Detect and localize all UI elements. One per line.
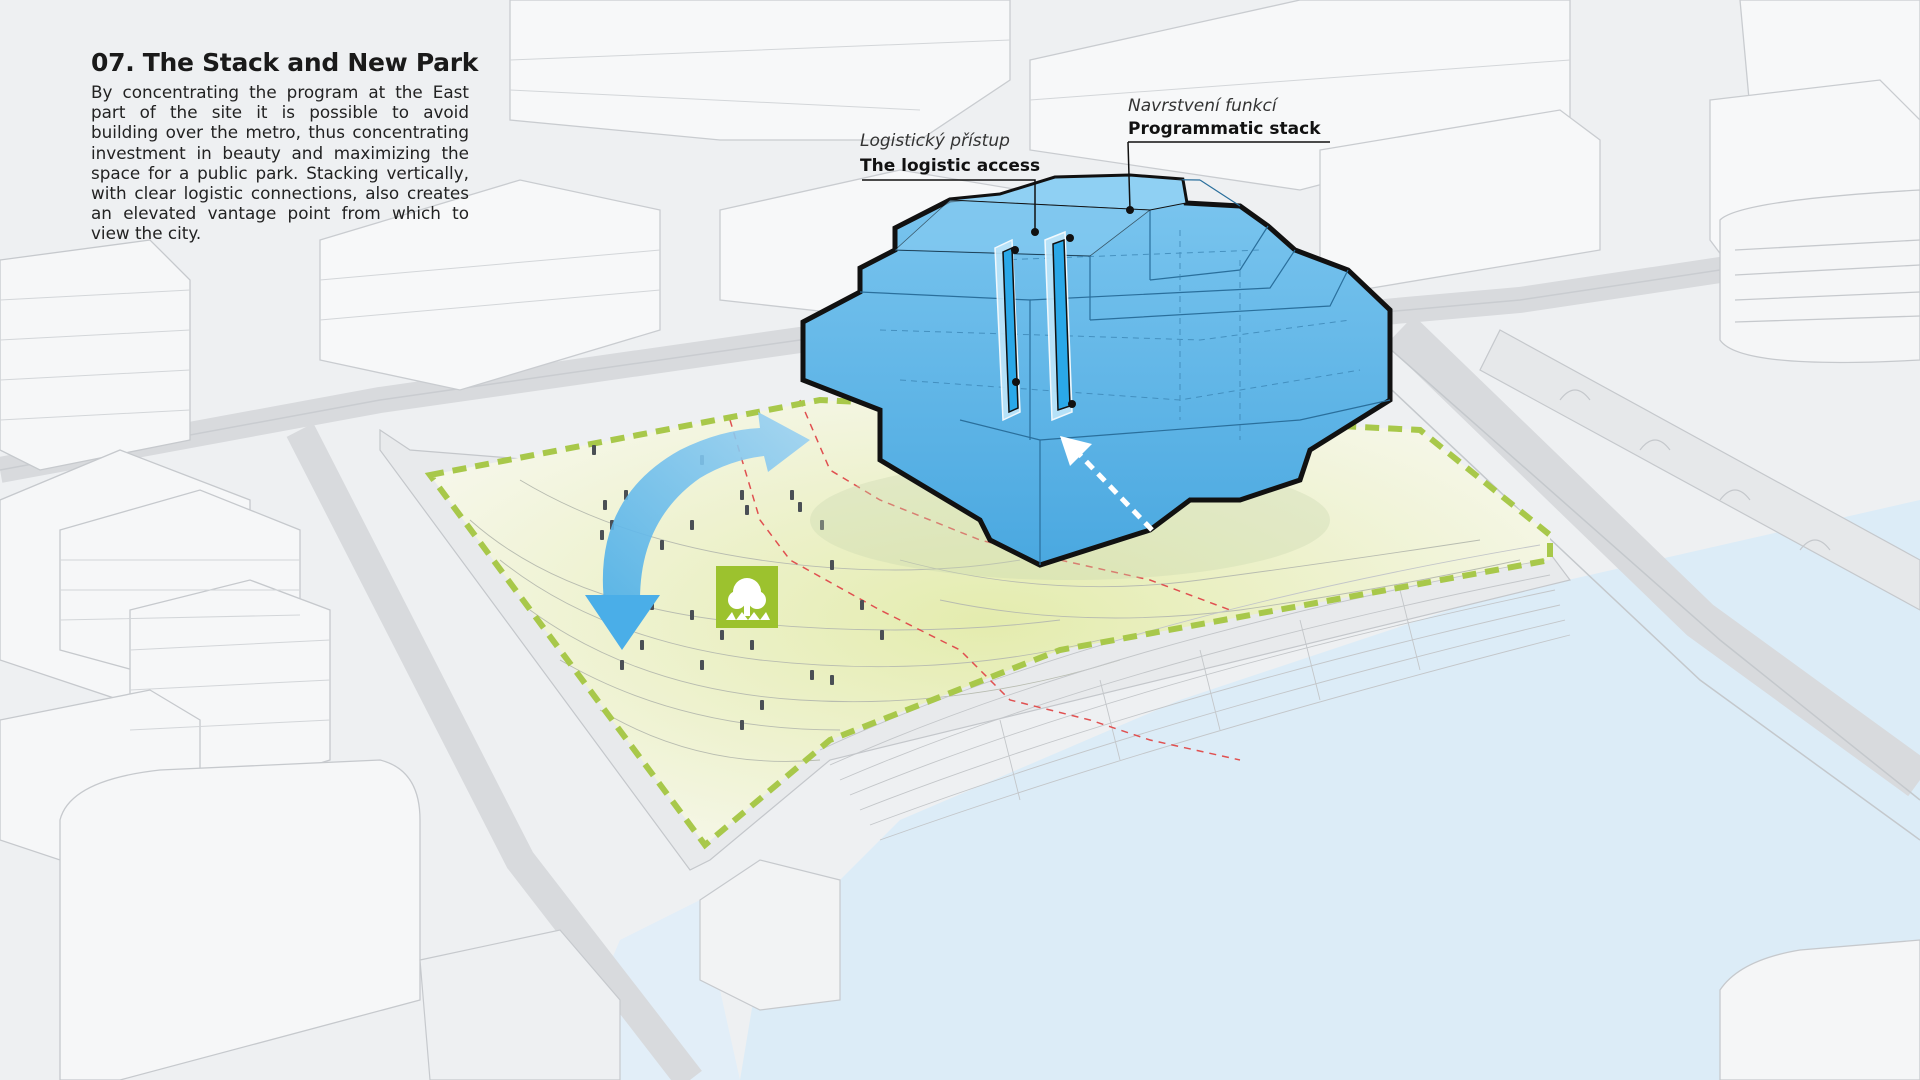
tree-icon (716, 566, 778, 628)
bridge (1479, 329, 1920, 611)
logistic-label-english: The logistic access (860, 156, 1041, 176)
dashed-arrow-icon (1060, 436, 1154, 532)
people (592, 445, 884, 730)
terraced-steps (819, 544, 1571, 841)
metro-line (729, 399, 1241, 761)
leader-lines (862, 141, 1330, 232)
river (740, 500, 1920, 1080)
park-area (430, 400, 1550, 845)
description-text: By concentrating the program at the East… (91, 82, 469, 244)
stack-label-english: Programmatic stack (1128, 119, 1321, 139)
programmatic-stack-building (800, 173, 1393, 568)
curved-arrow-icon (585, 412, 810, 650)
page-title: 07. The Stack and New Park (91, 48, 479, 77)
stack-label-czech: Navrstvení funkcí (1128, 96, 1277, 116)
logistic-label-czech: Logistický přístup (860, 131, 1010, 151)
round-building (1719, 189, 1920, 364)
logistic-cores (994, 230, 1073, 422)
